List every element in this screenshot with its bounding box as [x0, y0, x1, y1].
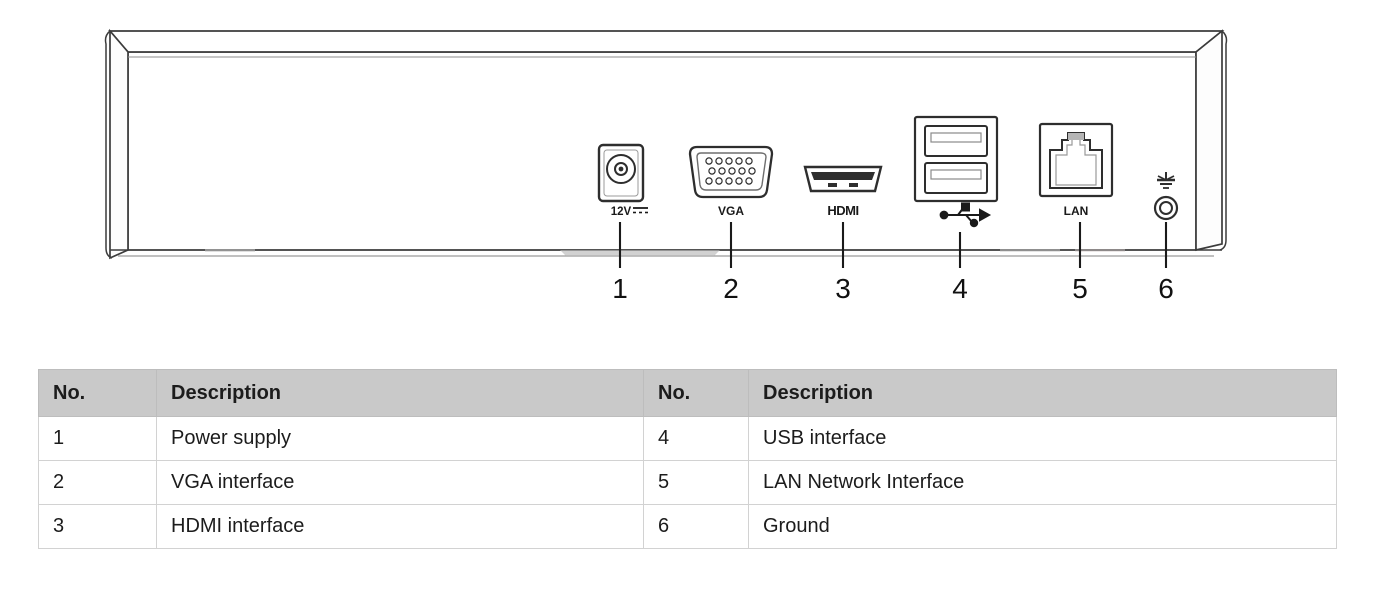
cell-desc-right: LAN Network Interface [748, 460, 1337, 505]
header-no-right: No. [643, 369, 749, 417]
table-header-row: No. Description No. Description [38, 369, 1337, 417]
cell-desc-left: Power supply [156, 416, 644, 461]
callout-number-4: 4 [952, 273, 968, 304]
callout-number-1: 1 [612, 273, 628, 304]
table-row: 1 Power supply 4 USB interface [38, 416, 1337, 461]
table-row: 2 VGA interface 5 LAN Network Interface [38, 460, 1337, 505]
cell-desc-left: VGA interface [156, 460, 644, 505]
cell-no-right: 6 [643, 504, 749, 549]
vga-port-label: VGA [718, 204, 744, 218]
cell-no-right: 5 [643, 460, 749, 505]
dc-symbol-icon [633, 207, 648, 214]
hdmi-port-label: HDMI [827, 203, 858, 218]
header-no-left: No. [38, 369, 157, 417]
header-desc-right: Description [748, 369, 1337, 417]
cell-desc-left: HDMI interface [156, 504, 644, 549]
earth-ground-icon [1157, 172, 1175, 189]
port-reference-table-wrap: No. Description No. Description 1 Power … [38, 369, 1337, 549]
callout-leader-lines [618, 222, 1168, 268]
port-reference-table: No. Description No. Description 1 Power … [38, 369, 1337, 549]
callout-number-6: 6 [1158, 273, 1174, 304]
cell-desc-right: USB interface [748, 416, 1337, 461]
table-row: 3 HDMI interface 6 Ground [38, 504, 1337, 549]
lan-port-label: LAN [1064, 204, 1089, 218]
callout-number-2: 2 [723, 273, 739, 304]
usb-port-icon [913, 115, 999, 203]
hdmi-port-icon [803, 165, 883, 193]
cell-no-right: 4 [643, 416, 749, 461]
cell-desc-right: Ground [748, 504, 1337, 549]
cell-no-left: 1 [38, 416, 157, 461]
ground-screw-terminal-icon [1153, 195, 1179, 221]
callout-number-5: 5 [1072, 273, 1088, 304]
callout-number-3: 3 [835, 273, 851, 304]
dc-power-jack-icon [597, 143, 645, 203]
header-desc-left: Description [156, 369, 644, 417]
usb-trident-icon [939, 202, 992, 228]
cell-no-left: 3 [38, 504, 157, 549]
rear-panel-figure: 12V VGA [104, 28, 1228, 304]
rear-panel-illustration: 12V VGA [104, 28, 1228, 304]
power-port-label: 12V [611, 206, 632, 218]
vga-port-icon [688, 145, 774, 199]
cell-no-left: 2 [38, 460, 157, 505]
rj45-port-icon [1038, 122, 1114, 198]
